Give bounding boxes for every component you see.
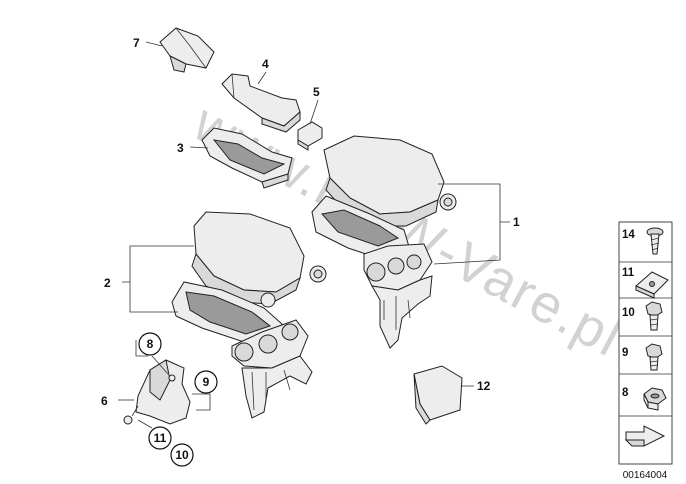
leader-7 <box>145 41 163 47</box>
part-2-armrest-assembly[interactable] <box>171 211 327 419</box>
svg-text:8: 8 <box>622 387 629 399</box>
hex-nut-icon <box>643 387 667 411</box>
svg-text:10: 10 <box>175 448 189 462</box>
leader-2 <box>122 245 194 313</box>
svg-text:9: 9 <box>203 375 210 389</box>
hardware-sidebar: 14 11 10 9 <box>618 221 673 465</box>
svg-text:10: 10 <box>622 307 635 319</box>
part-1-armrest-assembly[interactable] <box>311 135 457 349</box>
leader-bracket-top <box>135 340 148 357</box>
sidebar-item-8[interactable]: 8 <box>622 387 667 411</box>
sidebar-item-14[interactable]: 14 <box>622 227 664 255</box>
callout-4[interactable]: 4 <box>262 57 269 71</box>
callout-circle-9[interactable]: 9 <box>192 370 218 411</box>
part-6-bracket[interactable] <box>123 359 191 425</box>
callout-1[interactable]: 1 <box>513 215 520 229</box>
callout-7[interactable]: 7 <box>133 36 140 50</box>
sidebar-item-9[interactable]: 9 <box>622 343 663 371</box>
callout-5[interactable]: 5 <box>313 85 320 99</box>
leader-4 <box>257 71 267 85</box>
svg-text:8: 8 <box>147 337 154 351</box>
part-5-clip[interactable] <box>297 121 323 151</box>
hex-bolt-icon <box>645 301 663 331</box>
callout-circle-11[interactable]: 11 <box>137 419 172 450</box>
leader-5 <box>309 99 319 125</box>
screw-icon <box>646 227 664 255</box>
part-12-cover[interactable] <box>413 365 463 425</box>
svg-text:11: 11 <box>154 431 167 445</box>
callout-6[interactable]: 6 <box>101 394 108 408</box>
callout-3[interactable]: 3 <box>177 141 184 155</box>
callout-circle-10[interactable]: 10 <box>170 443 194 467</box>
sidebar-item-11[interactable]: 11 <box>622 267 669 299</box>
part-3-tray[interactable] <box>201 127 293 189</box>
part-7-cover[interactable] <box>159 27 215 73</box>
svg-text:9: 9 <box>622 347 628 359</box>
svg-text:14: 14 <box>622 229 635 241</box>
svg-text:11: 11 <box>622 267 635 279</box>
clip-nut-icon <box>635 271 669 299</box>
callout-circle-8[interactable]: 8 <box>138 332 169 375</box>
sidebar-item-10[interactable]: 10 <box>622 301 663 331</box>
bolt-icon <box>645 343 663 371</box>
arrow-icon <box>624 425 666 447</box>
callout-12[interactable]: 12 <box>477 379 491 393</box>
part-4-insert[interactable] <box>221 73 301 133</box>
callout-2[interactable]: 2 <box>104 276 111 290</box>
leader-3 <box>189 146 209 149</box>
diagram-code: 00164004 <box>623 470 668 481</box>
leader-1 <box>433 183 510 265</box>
